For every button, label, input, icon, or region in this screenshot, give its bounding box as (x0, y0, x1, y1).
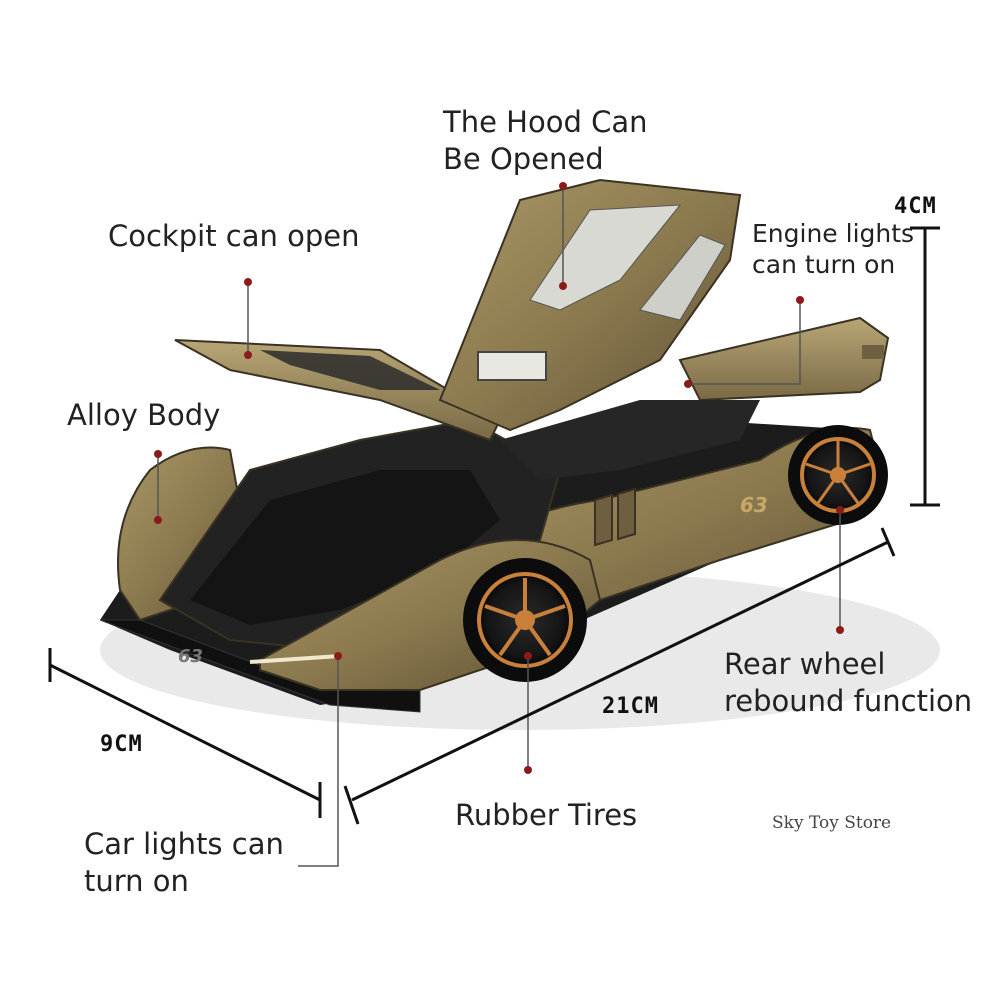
rear-wheel-line2: rebound function (724, 684, 973, 718)
engine-lights-line2: can turn on (752, 250, 896, 279)
hood-label-line2: Be Opened (443, 142, 604, 176)
car-lights-leader (298, 656, 339, 867)
hood-label-line1: The Hood Can (443, 105, 648, 139)
engine-bay (500, 400, 760, 480)
hood-window (529, 204, 682, 311)
nose-center (190, 470, 500, 625)
rear-wheel-line1: Rear wheel (724, 647, 886, 681)
callout-dots (154, 182, 844, 774)
cockpit-window (260, 350, 440, 390)
rear-wing (678, 316, 890, 402)
rubber-tires-label: Rubber Tires (455, 798, 638, 832)
car-lights-line2: turn on (84, 864, 189, 898)
engine-lights-label: Engine lights can turn on (752, 218, 914, 280)
headlight-strip (249, 654, 341, 664)
rear-wheel (788, 425, 888, 525)
length-dimension-label: 21CM (602, 694, 659, 719)
length-line (351, 540, 889, 802)
cockpit-label: Cockpit can open (108, 219, 360, 253)
callouts (157, 186, 841, 867)
rear-wheel-label: Rear wheel rebound function (724, 646, 972, 720)
car-lights-line1: Car lights can (84, 827, 284, 861)
rear-wing-badge (862, 345, 884, 359)
dimension-lines (48, 226, 940, 825)
width-line (49, 663, 321, 802)
height-dimension-label: 4CM (894, 194, 937, 219)
store-watermark: Sky Toy Store (772, 813, 892, 833)
side-vents (594, 487, 636, 547)
width-dimension-label: 9CM (100, 732, 143, 757)
hood-window-2 (639, 234, 726, 321)
car-lights-label: Car lights can turn on (84, 826, 284, 900)
hood-label: The Hood Can Be Opened (443, 104, 647, 178)
cockpit-canopy (174, 339, 502, 442)
alloy-body-label: Alloy Body (67, 398, 221, 432)
engine-leader (688, 300, 801, 385)
toy-car: 63 63 (99, 178, 890, 713)
side-badge: 63 (740, 493, 768, 517)
hood-vent (477, 351, 547, 381)
front-wheel (463, 558, 587, 682)
engine-lights-line1: Engine lights (752, 219, 915, 248)
nose-badge: 63 (178, 646, 203, 667)
